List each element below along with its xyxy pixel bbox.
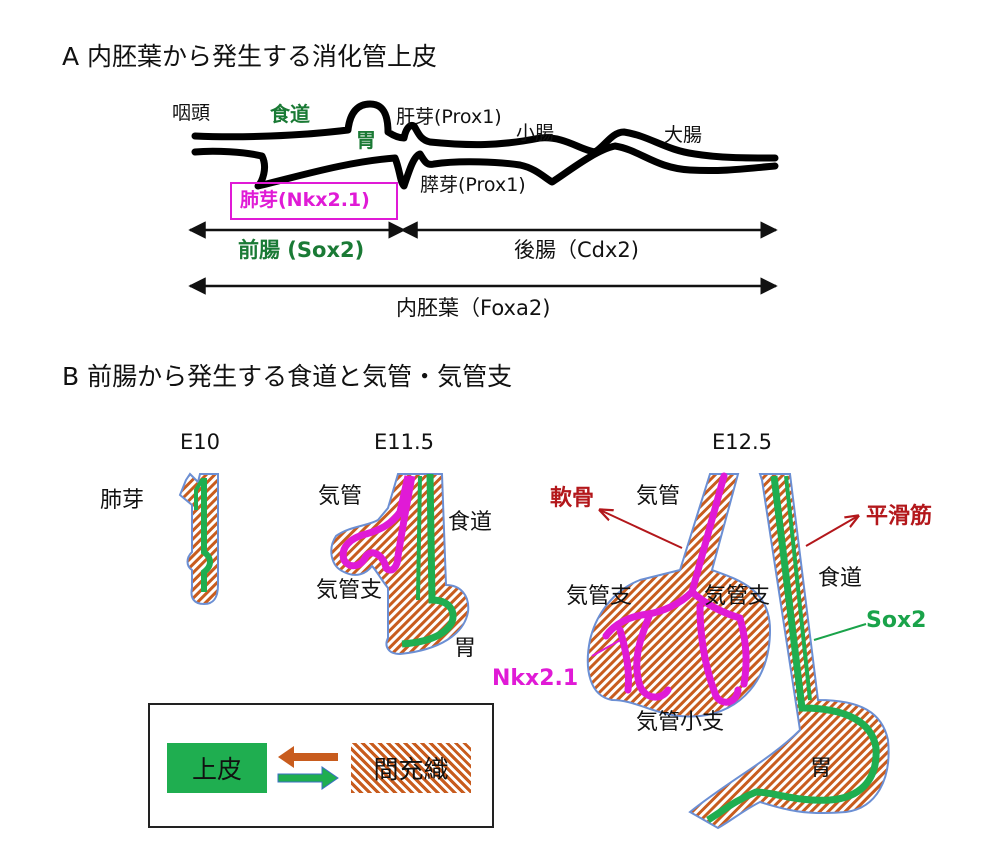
e12-bronchus-right-label: 気管支 [704,584,771,609]
e12-bronchus-left-label: 気管支 [566,584,633,609]
e10-mesenchyme [178,472,219,606]
e12-airway-nkx21 [602,472,750,706]
liver-bud-label: 肝芽(Prox1) [396,106,502,128]
section-a-title: A 内胚葉から発生する消化管上皮 [62,42,438,71]
bronchiole-label: 気管小支 [636,710,725,735]
nkx21-pointer [591,637,625,657]
e11-bronchus-label: 気管支 [316,578,383,603]
section-b-title: B 前腸から発生する食道と気管・気管支 [62,362,513,391]
e12-esophagus-epithelium-inner [784,475,812,701]
e12-esophagus-label: 食道 [818,566,863,591]
e10-lung-bud-epithelium [194,478,204,510]
e12-esophagus-mesenchyme [688,473,890,830]
pancreas-bud-label: 膵芽(Prox1) [420,174,526,196]
gut-tube-upper-wall [191,100,779,162]
stage-e11-label: E11.5 [374,430,435,454]
e12-foregut [586,472,890,830]
e10-lung-bud-label: 肺芽 [100,488,145,513]
lung-bud-label: 肺芽(Nkx2.1) [240,189,370,211]
e12-lung-mesenchyme [586,473,772,718]
nkx21-label: Nkx2.1 [492,666,579,691]
small-intestine-label: 小腸 [516,122,555,144]
pharynx-label: 咽頭 [172,102,211,124]
e12-trachea-label: 気管 [636,484,681,509]
e12-esophagus-epithelium-outer [706,475,880,823]
gut-tube-lower-wall [191,142,779,190]
e11-foregut [330,473,470,656]
hindgut-label: 後腸（Cdx2) [514,238,639,262]
e11-trachea-inner-epithelium [416,475,422,601]
e11-stomach-label: 胃 [454,636,477,661]
stomach-label-a: 胃 [356,128,376,152]
legend-epithelium: 上皮 [167,743,267,793]
e12-stomach-label: 胃 [810,756,833,781]
legend-arrow-to-epithelium [278,746,338,768]
e10-epithelium [201,478,213,592]
e11-trachea-label: 気管 [318,484,363,509]
e11-esophagus-label: 食道 [448,510,493,535]
esophagus-label-a: 食道 [270,102,310,126]
e11-esophagus-epithelium [401,473,457,648]
stage-e12-label: E12.5 [712,430,773,454]
sox2-pointer [813,623,867,641]
smooth-muscle-label: 平滑筋 [866,504,933,529]
sox2-label: Sox2 [866,608,927,633]
legend-box [148,703,494,828]
gut-tube [191,100,779,190]
cartilage-label: 軟骨 [550,486,595,511]
smooth-muscle-arrow [805,516,858,547]
stage-e10-label: E10 [180,430,220,454]
endoderm-label: 内胚葉（Foxa2) [396,296,551,320]
e11-airway-nkx21 [339,475,416,574]
cartilage-arrow [600,510,683,549]
lung-bud-box [230,182,398,220]
e10-foregut [178,472,219,606]
legend-mesenchyme: 間充織 [351,743,471,793]
legend-arrow-to-mesenchyme [277,766,339,790]
large-intestine-label: 大腸 [664,124,703,146]
foregut-label: 前腸 (Sox2) [238,238,365,262]
